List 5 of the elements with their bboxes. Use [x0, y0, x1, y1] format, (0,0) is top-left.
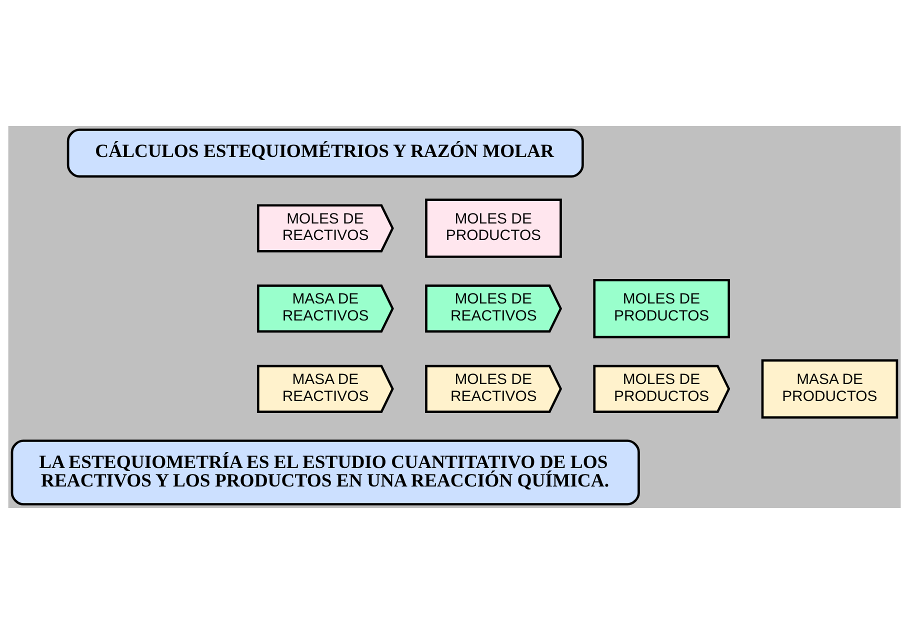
- node-box: MASA DE PRODUCTOS: [761, 358, 898, 418]
- node-box: LA ESTEQUIOMETRÍA ES EL ESTUDIO CUANTITATIVO DE LOS REACTIVOS Y LOS PRODUCTOS EN UNA REACCIÓN QUÍMICA.: [10, 439, 640, 505]
- node-box: MOLES DE PRODUCTOS: [425, 198, 562, 258]
- node-box: CÁLCULOS ESTEQUIOMÉTRIOS Y RAZÓN MOLAR: [66, 128, 584, 178]
- node-box: MOLES DE PRODUCTOS: [593, 278, 730, 338]
